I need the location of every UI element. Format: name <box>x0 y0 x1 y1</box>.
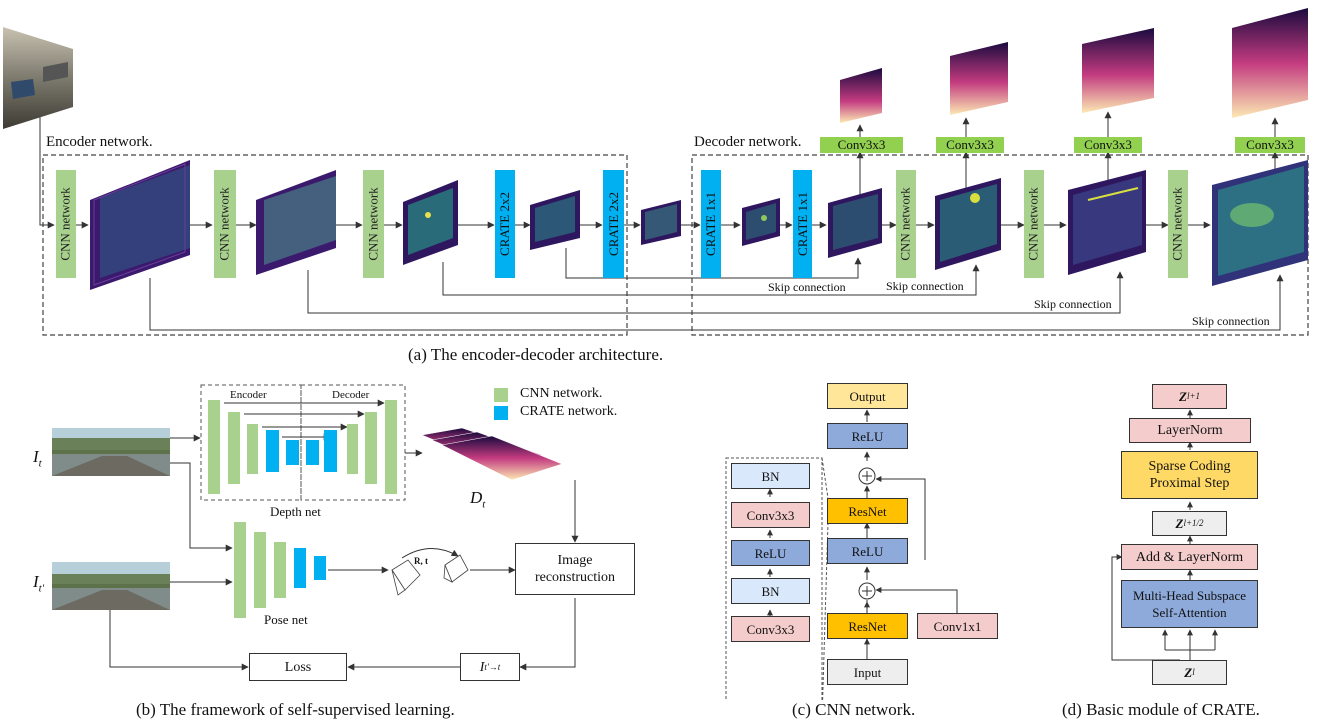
legend-cnn-label: CNN network. <box>520 386 603 401</box>
crate-1x1-block-1: CRATE 1x1 <box>701 170 721 278</box>
cnn-block-4: CNN network <box>896 170 916 278</box>
caption-d: (d) Basic module of CRATE. <box>1062 700 1260 719</box>
skip-connection-label-3: Skip connection <box>1034 297 1112 311</box>
panel-b-lines <box>109 384 579 671</box>
pose-net-crate-bar-2 <box>314 556 326 580</box>
pose-net-bar-2 <box>254 532 266 608</box>
depth-net-dec-bar-1 <box>347 424 358 474</box>
conv3x3-block-3: Conv3x3 <box>1074 137 1142 153</box>
caption-c: (c) CNN network. <box>792 700 916 719</box>
pose-net-bar-3 <box>274 542 286 598</box>
depth-net-crate-bar-4 <box>324 430 337 472</box>
layernorm-box: LayerNorm <box>1129 418 1251 443</box>
feature-map-7 <box>828 188 882 258</box>
depth-output-stack <box>422 427 562 481</box>
depth-net-enc-bar-1 <box>208 400 220 494</box>
encoder-small-label: Encoder <box>230 389 267 401</box>
resnet-top-box: ResNet <box>827 498 908 524</box>
depth-net-crate-bar-3 <box>306 440 319 465</box>
skip-connection-label-4: Skip connection <box>1192 314 1270 328</box>
depth-net-enc-bar-2 <box>228 412 240 484</box>
pose-net-label: Pose net <box>264 612 308 627</box>
decoder-label: Decoder network. <box>694 134 802 150</box>
legend-crate-label: CRATE network. <box>520 404 618 419</box>
cnn-block-6: CNN network <box>1168 170 1188 278</box>
feature-map-4 <box>530 190 580 250</box>
pose-net-bar-1 <box>234 522 246 618</box>
legend-cnn-swatch <box>494 388 508 402</box>
frame-t-prime-image <box>52 562 170 610</box>
feature-map-9 <box>1068 170 1146 275</box>
decoder-small-label: Decoder <box>332 389 370 401</box>
depth-net-label: Depth net <box>270 504 321 519</box>
depth-net-dec-bar-2 <box>365 412 377 484</box>
depth-output-1 <box>840 68 882 123</box>
bn-top-box: BN <box>731 463 810 489</box>
itp-label: It' <box>33 572 45 595</box>
panel-a-lines <box>39 85 1309 336</box>
depth-output-2 <box>950 42 1008 115</box>
cnn-block-2: CNN network <box>214 170 236 278</box>
caption-b: (b) The framework of self-supervised lea… <box>136 700 455 719</box>
conv3x3-block-1: Conv3x3 <box>820 137 903 153</box>
depth-net-enc-bar-3 <box>247 424 258 474</box>
conv3x3-block-2: Conv3x3 <box>936 137 1004 153</box>
feature-map-5 <box>641 200 681 245</box>
depth-output-3 <box>1082 28 1154 113</box>
depth-output-4 <box>1232 8 1308 118</box>
depth-net-crate-bar-2 <box>286 440 299 465</box>
input-image <box>3 27 73 129</box>
feature-map-8 <box>935 178 1001 270</box>
frame-t-image <box>52 428 170 476</box>
cnn-block-5: CNN network <box>1024 170 1044 278</box>
relu-inner-box: ReLU <box>731 540 810 566</box>
dt-label: Dt <box>470 488 486 511</box>
depth-net-dec-bar-3 <box>385 400 397 494</box>
loss-box: Loss <box>249 653 347 681</box>
conv3x3-block-4: Conv3x3 <box>1235 137 1305 153</box>
caption-a: (a) The encoder-decoder architecture. <box>408 345 664 364</box>
bn-bottom-box: BN <box>731 578 810 604</box>
crate-1x1-block-2: CRATE 1x1 <box>793 170 812 278</box>
relu-top-box: ReLU <box>827 423 908 449</box>
skip-connection-label-2: Skip connection <box>886 279 964 293</box>
skip-connection-label-1: Skip connection <box>768 280 846 294</box>
pose-net-crate-bar-1 <box>294 548 306 588</box>
legend-crate-swatch <box>494 406 508 420</box>
output-box: Output <box>827 383 908 409</box>
feature-map-3 <box>403 180 458 265</box>
crate-2x2-block-2: CRATE 2x2 <box>603 170 624 278</box>
panel-c-lines <box>725 409 958 700</box>
cnn-block-1: CNN network <box>56 170 76 278</box>
encoder-label: Encoder network. <box>46 134 153 150</box>
crate-2x2-block-1: CRATE 2x2 <box>495 170 515 278</box>
feature-map-1 <box>90 160 190 290</box>
cnn-block-3: CNN network <box>363 170 384 278</box>
conv3x3-bottom-box: Conv3x3 <box>731 616 810 642</box>
feature-map-2 <box>256 170 336 275</box>
relu-mid-box: ReLU <box>827 538 908 564</box>
conv3x3-top-box: Conv3x3 <box>731 502 810 528</box>
conv1x1-box: Conv1x1 <box>917 613 998 639</box>
feature-map-6 <box>742 198 780 246</box>
rt-label: R, t <box>414 556 428 566</box>
add-layernorm-box: Add & LayerNorm <box>1121 544 1258 570</box>
it-label: It <box>33 447 42 470</box>
depth-net-crate-bar-1 <box>266 430 279 472</box>
resnet-bottom-box: ResNet <box>827 613 908 639</box>
input-box: Input <box>827 659 908 685</box>
feature-map-10 <box>1212 160 1308 286</box>
